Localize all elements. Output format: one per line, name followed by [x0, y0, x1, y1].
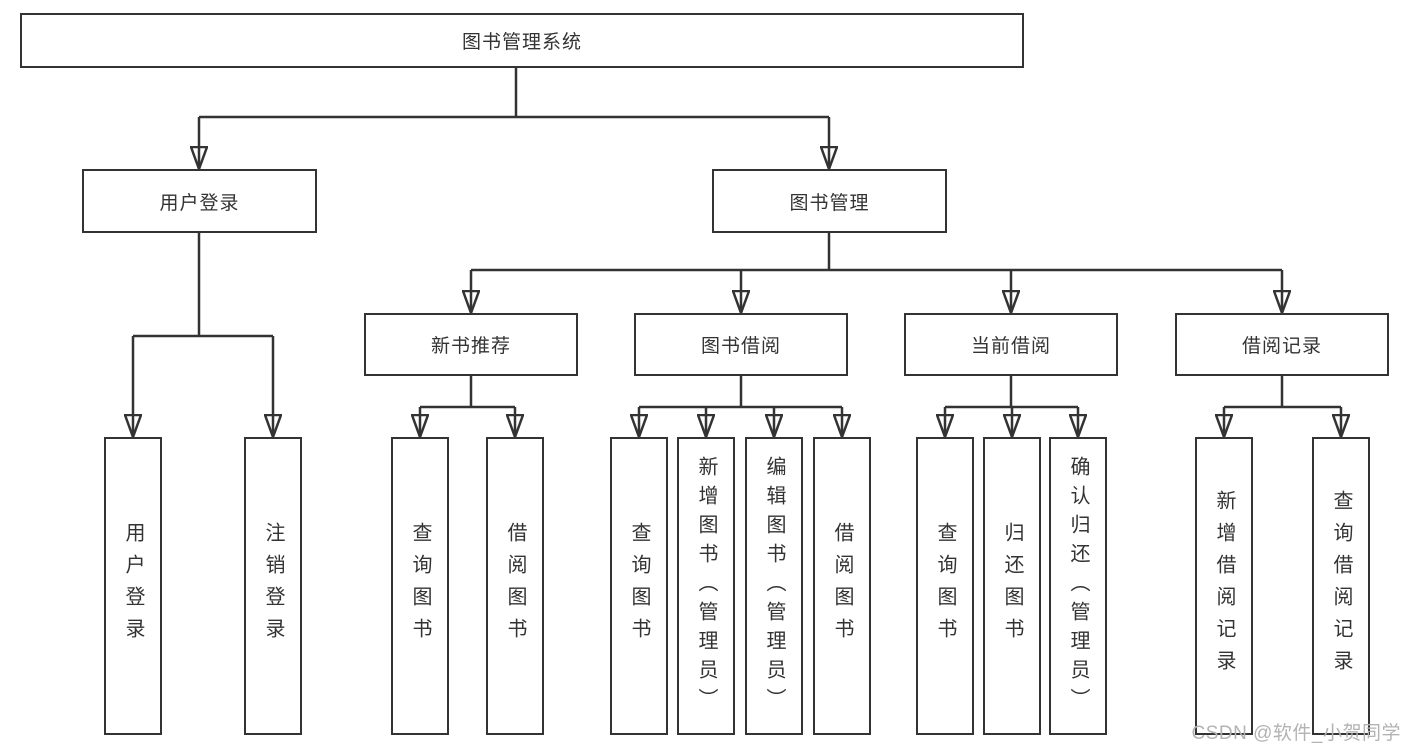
leaf-label: 新增图书（管理员）	[695, 455, 717, 717]
node-label: 当前借阅	[970, 336, 1051, 357]
leaf-label: 注销登录	[262, 522, 284, 650]
connector-segments	[133, 68, 1341, 409]
leaf-recommend-query-books: 查询图书	[391, 437, 449, 735]
node-label: 图书管理系统	[461, 32, 582, 53]
leaf-borrow-query-books: 查询图书	[610, 437, 668, 735]
leaf-borrow-borrow-books: 借阅图书	[813, 437, 871, 735]
leaf-label: 查询借阅记录	[1330, 490, 1352, 682]
leaf-label: 归还图书	[1001, 522, 1023, 650]
leaf-label: 借阅图书	[831, 522, 853, 650]
leaf-user-login: 用户登录	[104, 437, 162, 735]
leaf-label: 查询图书	[409, 522, 431, 650]
leaf-borrow-edit-books: 编辑图书（管理员）	[745, 437, 803, 735]
leaf-label: 借阅图书	[504, 522, 526, 650]
leaf-logout: 注销登录	[244, 437, 302, 735]
node-label: 借阅记录	[1241, 336, 1322, 357]
node-label: 用户登录	[159, 192, 240, 214]
leaf-label: 确认归还（管理员）	[1067, 455, 1089, 717]
leaf-label: 用户登录	[122, 522, 144, 650]
node-system-root: 图书管理系统	[20, 13, 1024, 68]
node-book-borrow: 图书借阅	[634, 313, 848, 376]
node-label: 新书推荐	[430, 336, 511, 357]
leaf-borrow-add-books: 新增图书（管理员）	[677, 437, 735, 735]
node-borrow-records: 借阅记录	[1175, 313, 1389, 376]
node-label: 图书借阅	[700, 336, 781, 357]
node-book-management: 图书管理	[712, 169, 947, 233]
leaf-label: 查询图书	[934, 522, 956, 650]
leaf-records-query: 查询借阅记录	[1312, 437, 1370, 735]
node-label: 图书管理	[789, 192, 870, 214]
leaf-recommend-borrow-books: 借阅图书	[486, 437, 544, 735]
node-user-login: 用户登录	[82, 169, 317, 233]
node-new-book-recommend: 新书推荐	[364, 313, 578, 376]
leaf-current-query-books: 查询图书	[916, 437, 974, 735]
csdn-watermark: CSDN @软件_小贺同学	[1191, 723, 1401, 744]
leaf-records-add: 新增借阅记录	[1195, 437, 1253, 735]
leaf-label: 查询图书	[628, 522, 650, 650]
leaf-current-return-books: 归还图书	[983, 437, 1041, 735]
leaf-label: 编辑图书（管理员）	[763, 455, 785, 717]
leaf-current-confirm-return: 确认归还（管理员）	[1049, 437, 1107, 735]
node-current-borrow: 当前借阅	[904, 313, 1118, 376]
leaf-label: 新增借阅记录	[1213, 490, 1235, 682]
